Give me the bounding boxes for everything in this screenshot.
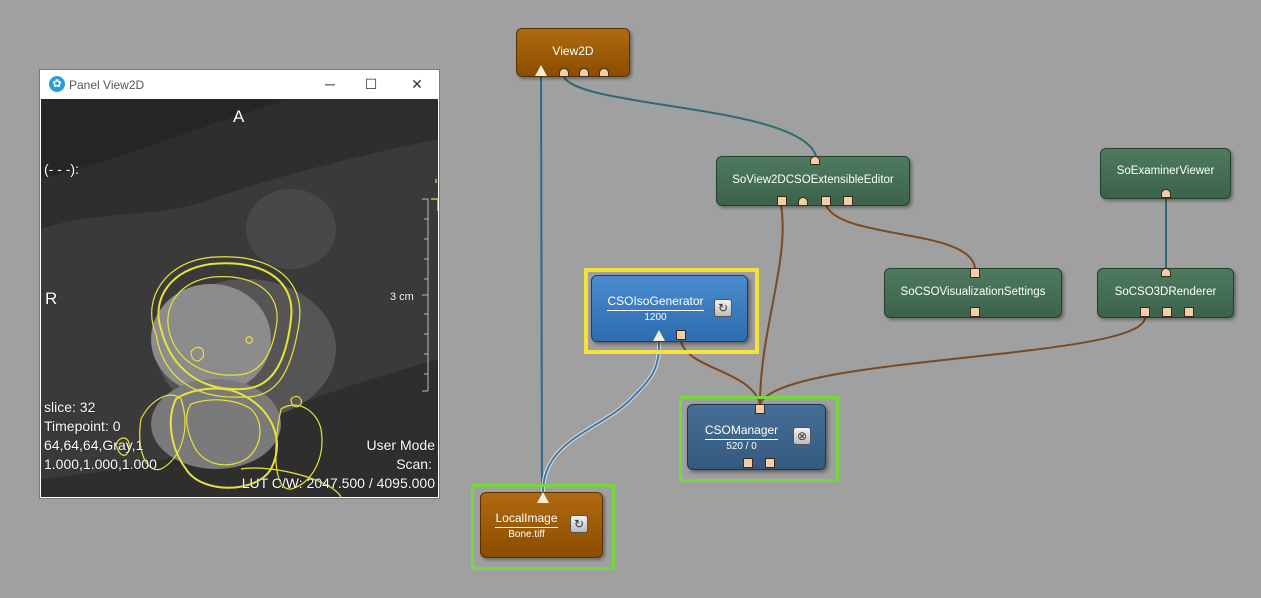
- input-port-base[interactable]: [843, 196, 853, 206]
- image-info-readout: 64,64,64,Gray,1: [44, 437, 144, 453]
- input-port-inventor[interactable]: [579, 68, 589, 77]
- output-port-base[interactable]: [970, 307, 980, 317]
- input-port-inventor[interactable]: [559, 68, 569, 77]
- selection-highlight: [584, 268, 759, 354]
- ct-slice-image: [41, 99, 438, 497]
- refresh-icon[interactable]: ↻: [714, 299, 732, 317]
- input-port-base[interactable]: [1140, 307, 1150, 317]
- csomanager-highlight: [679, 396, 839, 482]
- mode-readout: User Mode: [366, 437, 435, 453]
- clear-icon[interactable]: ⊗: [793, 427, 811, 445]
- module-title: LocalImage: [495, 511, 558, 528]
- module-title: SoCSO3DRenderer: [1114, 286, 1217, 298]
- refresh-icon[interactable]: ↻: [570, 515, 588, 533]
- input-port-base[interactable]: [821, 196, 831, 206]
- orientation-top-label: A: [233, 107, 245, 126]
- app-icon: ✿: [49, 76, 65, 92]
- input-port-image[interactable]: [653, 330, 665, 341]
- input-port-inventor[interactable]: [798, 197, 808, 206]
- cursor-readout: (- - -):: [44, 161, 79, 177]
- lut-readout: LUT C/W: 2047.500 / 4095.000: [241, 475, 435, 491]
- wire-view2d-to-editor: [563, 76, 817, 157]
- output-port-base[interactable]: [676, 330, 686, 340]
- input-port-base[interactable]: [755, 404, 765, 414]
- input-port-base[interactable]: [777, 196, 787, 206]
- input-port-image[interactable]: [535, 65, 547, 76]
- scale-label: 3 cm: [390, 291, 414, 303]
- wire-localimage-to-isogen: [542, 341, 661, 493]
- window-titlebar[interactable]: ✿ Panel View2D ─ ☐ ✕: [40, 70, 439, 99]
- slice-readout: slice: 32: [44, 399, 96, 415]
- close-button[interactable]: ✕: [411, 76, 423, 92]
- wire-localimage-to-isogen-outline: [541, 341, 662, 493]
- module-title: CSOIsoGenerator: [607, 294, 704, 311]
- module-title: SoView2DCSOExtensibleEditor: [732, 174, 894, 186]
- minimize-button[interactable]: ─: [325, 76, 335, 92]
- module-title: View2D: [552, 44, 594, 58]
- input-port-base[interactable]: [1184, 307, 1194, 317]
- wire-editor-to-csomanager: [759, 204, 784, 405]
- output-port-base[interactable]: [743, 458, 753, 468]
- output-port-inventor[interactable]: [810, 156, 820, 165]
- window-title: Panel View2D: [69, 78, 145, 92]
- orientation-left-label: R: [45, 289, 58, 308]
- output-port-inventor[interactable]: [599, 68, 609, 77]
- wire-renderer-to-csomanager: [759, 317, 1146, 405]
- module-title: CSOManager: [704, 423, 779, 440]
- output-port-inventor[interactable]: [1161, 268, 1171, 277]
- timepoint-readout: Timepoint: 0: [44, 418, 121, 434]
- module-status: 520 / 0: [726, 441, 757, 452]
- module-title: SoExaminerViewer: [1116, 165, 1215, 177]
- output-port-image[interactable]: [537, 492, 549, 503]
- module-view2d[interactable]: View2D: [516, 28, 630, 77]
- maximize-button[interactable]: ☐: [364, 76, 378, 92]
- module-status: Bone.tiff: [508, 529, 545, 540]
- input-port-base[interactable]: [1162, 307, 1172, 317]
- wire-editor-to-vissettings: [825, 204, 976, 269]
- panel-view2d-window[interactable]: ✿ Panel View2D ─ ☐ ✕: [39, 69, 440, 499]
- module-status: 1200: [644, 312, 667, 323]
- wire-view2d-to-localimage: [540, 75, 543, 493]
- input-port-inventor[interactable]: [1161, 189, 1171, 198]
- module-title: SoCSOVisualizationSettings: [900, 286, 1046, 298]
- output-port-base[interactable]: [765, 458, 775, 468]
- localimage-highlight: [471, 484, 615, 570]
- voxel-size-readout: 1.000,1.000,1.000: [44, 456, 157, 472]
- input-port-base[interactable]: [970, 268, 980, 278]
- scan-readout: Scan:: [396, 456, 432, 472]
- image-viewer[interactable]: A R (- - -): 3 cm slice: 32 Timepoint: 0…: [41, 99, 438, 497]
